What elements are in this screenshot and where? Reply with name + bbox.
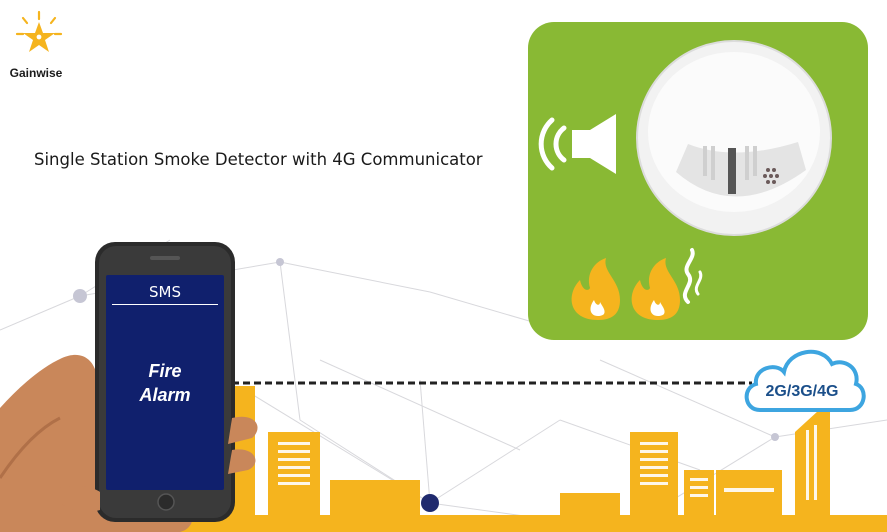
alarm-message-line1: Fire bbox=[148, 361, 182, 381]
sms-divider bbox=[112, 304, 218, 305]
cloud-icon bbox=[744, 349, 866, 412]
network-label: 2G/3G/4G bbox=[765, 383, 839, 400]
page-title: Single Station Smoke Detector with 4G Co… bbox=[34, 150, 483, 169]
speaker-alarm-icon bbox=[538, 114, 616, 174]
detector-panel-illustration bbox=[538, 40, 832, 320]
fire-icon bbox=[571, 258, 620, 320]
alarm-message-line2: Alarm bbox=[139, 385, 191, 405]
sms-title: SMS bbox=[149, 283, 181, 301]
fire-smoke-icon bbox=[631, 248, 703, 320]
phone-screen: SMS Fire Alarm bbox=[106, 275, 224, 490]
smoke-detector-image bbox=[636, 40, 832, 236]
gainwise-star-logo-icon bbox=[15, 10, 63, 52]
brand-name: Gainwise bbox=[9, 66, 63, 80]
alarm-message: Fire Alarm bbox=[106, 359, 224, 407]
